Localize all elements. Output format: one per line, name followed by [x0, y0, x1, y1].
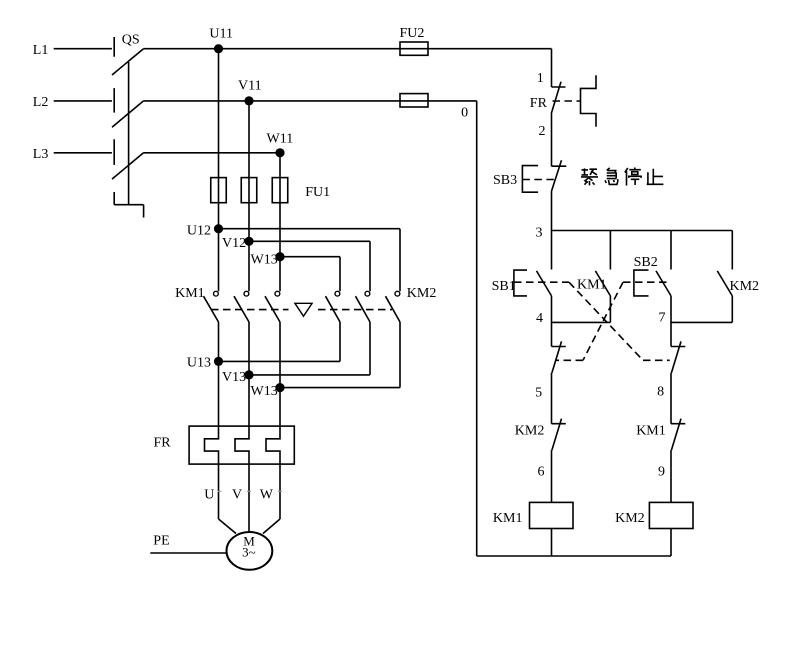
svg-text:SB3: SB3: [493, 173, 517, 188]
svg-text:V13: V13: [222, 370, 246, 385]
svg-text:KM2: KM2: [615, 511, 645, 526]
svg-text:2: 2: [539, 124, 546, 139]
svg-text:5: 5: [535, 386, 542, 401]
svg-text:W: W: [260, 488, 274, 503]
svg-text:9: 9: [658, 465, 665, 480]
svg-text:KM2: KM2: [730, 279, 760, 294]
svg-text:U11: U11: [209, 27, 233, 42]
svg-text:KM1: KM1: [175, 286, 205, 301]
svg-text:U13: U13: [187, 355, 211, 370]
svg-text:1: 1: [537, 71, 544, 86]
svg-text:U: U: [204, 488, 214, 503]
svg-text:3~: 3~: [242, 545, 256, 560]
svg-text:KM1: KM1: [493, 511, 523, 526]
svg-text:7: 7: [659, 311, 666, 326]
svg-text:FU2: FU2: [400, 26, 425, 41]
svg-text:KM2: KM2: [407, 286, 437, 301]
svg-text:8: 8: [657, 384, 664, 399]
svg-text:V11: V11: [238, 79, 262, 94]
svg-text:3: 3: [536, 225, 543, 240]
svg-text:KM2: KM2: [515, 423, 545, 438]
svg-text:SB1: SB1: [492, 279, 516, 294]
svg-text:6: 6: [538, 465, 545, 480]
svg-text:SB2: SB2: [634, 255, 658, 270]
svg-text:KM1: KM1: [636, 423, 666, 438]
svg-text:L2: L2: [33, 95, 49, 110]
svg-text:FR: FR: [154, 435, 172, 450]
svg-text:V12: V12: [222, 236, 246, 251]
svg-text:W11: W11: [267, 131, 294, 146]
svg-text:L3: L3: [33, 147, 49, 162]
svg-text:L1: L1: [33, 43, 49, 58]
svg-text:PE: PE: [153, 534, 169, 549]
svg-text:0: 0: [461, 106, 468, 121]
svg-text:W13: W13: [251, 253, 278, 268]
svg-text:KM1: KM1: [577, 278, 607, 293]
svg-text:QS: QS: [122, 33, 140, 48]
svg-text:W13: W13: [251, 384, 278, 399]
svg-text:4: 4: [536, 311, 543, 326]
svg-text:V: V: [232, 488, 242, 503]
svg-text:FU1: FU1: [305, 185, 330, 200]
svg-text:M: M: [243, 534, 255, 549]
svg-text:FR: FR: [530, 96, 548, 111]
svg-text:U12: U12: [187, 223, 211, 238]
